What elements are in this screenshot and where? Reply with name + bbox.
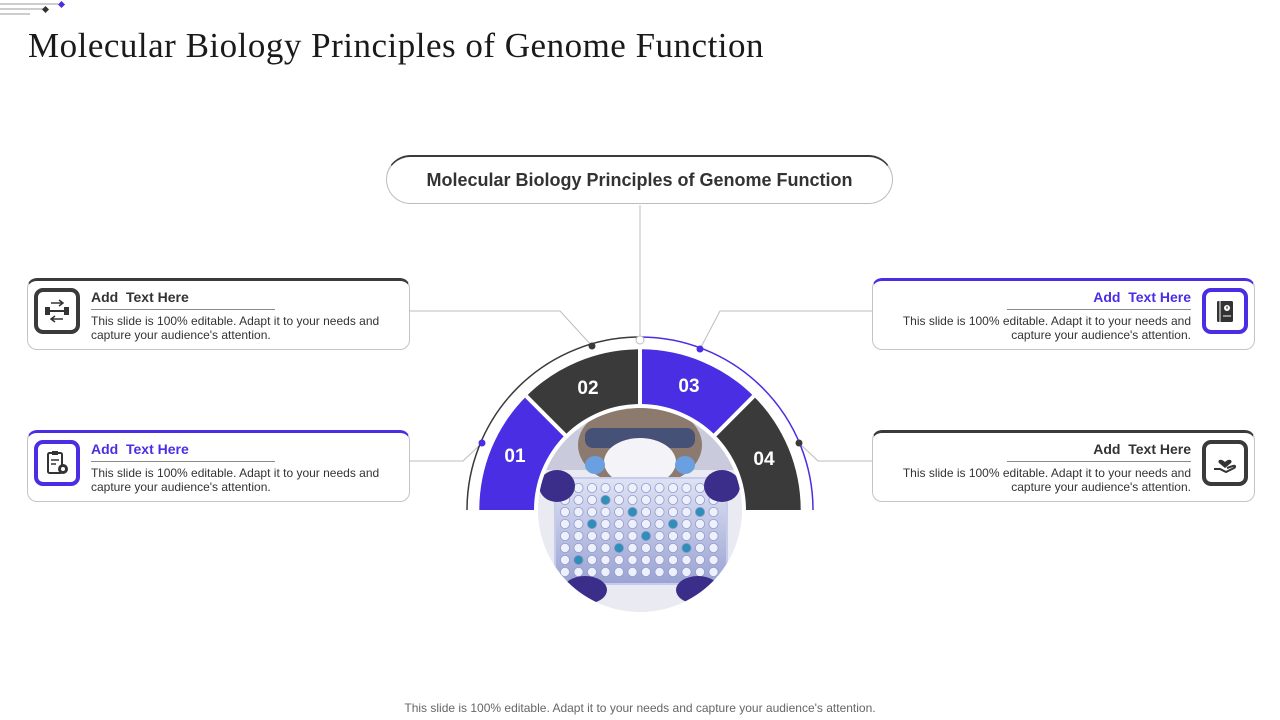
outer-arc-right: [639, 336, 814, 511]
footer-note: This slide is 100% editable. Adapt it to…: [404, 701, 876, 715]
connector-arrows-icon: [34, 288, 80, 334]
connector-dot: [635, 335, 645, 345]
card-heading: Add Text Here: [91, 441, 275, 462]
connector-dot: [588, 342, 596, 350]
card-heading: Add Text Here: [1007, 441, 1191, 462]
corner-decoration: [0, 0, 66, 15]
outer-arc-left: [466, 336, 641, 511]
card-body-text: This slide is 100% editable. Adapt it to…: [91, 314, 380, 342]
hand-heart-icon: [1202, 440, 1248, 486]
segment-number-03: 03: [678, 376, 699, 397]
clipboard-gear-icon: [34, 440, 80, 486]
info-card-top-right: Add Text Here This slide is 100% editabl…: [872, 278, 1255, 350]
card-heading: Add Text Here: [1007, 289, 1191, 310]
connector-dot: [478, 439, 486, 447]
connector-lines: [409, 205, 872, 462]
info-card-bottom-left: Add Text Here This slide is 100% editabl…: [27, 430, 410, 502]
info-card-top-left: Add Text Here This slide is 100% editabl…: [27, 278, 410, 350]
connector-dot: [696, 345, 704, 353]
segment-03: [642, 349, 754, 438]
segment-number-01: 01: [504, 446, 526, 467]
info-card-bottom-right: Add Text Here This slide is 100% editabl…: [872, 430, 1255, 502]
segment-02: [526, 349, 638, 438]
segment-number-04: 04: [753, 449, 775, 470]
card-body-text: This slide is 100% editable. Adapt it to…: [902, 466, 1191, 494]
book-icon: [1202, 288, 1248, 334]
center-title: Molecular Biology Principles of Genome F…: [386, 155, 893, 204]
card-body-text: This slide is 100% editable. Adapt it to…: [91, 466, 380, 494]
connector-dot: [795, 439, 803, 447]
segment-04: [712, 396, 801, 510]
page-title: Molecular Biology Principles of Genome F…: [28, 26, 765, 65]
card-heading: Add Text Here: [91, 289, 275, 310]
segment-number-02: 02: [577, 378, 598, 399]
card-body-text: This slide is 100% editable. Adapt it to…: [902, 314, 1191, 342]
segment-01: [479, 396, 568, 510]
